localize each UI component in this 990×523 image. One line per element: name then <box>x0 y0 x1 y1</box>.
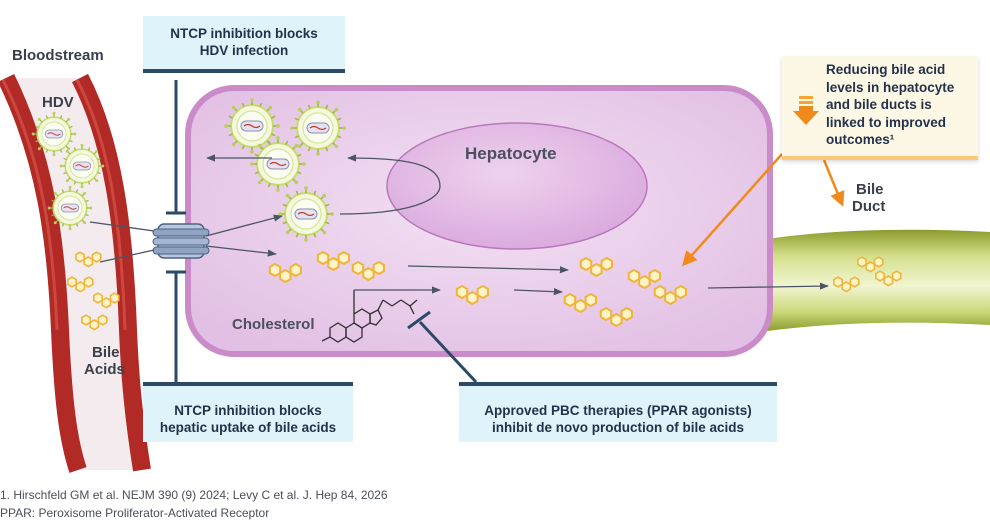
hdv-virus-icon <box>46 184 94 232</box>
bile-acids-label-line1: Bile <box>92 344 120 361</box>
bile-duct-label-line2: Duct <box>852 198 886 215</box>
ntcp-bile-callout: NTCP inhibition blocks hepatic uptake of… <box>143 382 353 442</box>
footnote-abbreviation: PPAR: Peroxisome Proliferator-Activated … <box>0 506 270 520</box>
ntcp-hdv-callout: NTCP inhibition blocks HDV infection <box>143 16 345 73</box>
outcome-note-box: Reducing bile acid levels in hepatocyte … <box>782 56 978 160</box>
note-line5: outcomes¹ <box>826 132 895 147</box>
hdv-virus-icon <box>289 99 347 157</box>
note-arrows <box>682 153 845 267</box>
flow-arrows <box>89 154 829 296</box>
ppar-blocker-line <box>407 310 478 384</box>
hdv-virus-icon <box>58 142 106 190</box>
ntcp-blocker-lines <box>166 80 186 382</box>
ntcp-bile-line1: NTCP inhibition blocks <box>174 403 322 418</box>
hepatocyte-nucleus <box>386 122 648 250</box>
bloodstream-label: Bloodstream <box>12 47 104 64</box>
note-line2: levels in hepatocyte <box>826 79 955 95</box>
hdv-virus-icon <box>30 110 78 158</box>
hepatocyte-label: Hepatocyte <box>465 144 557 163</box>
ppar-line2: inhibit de novo production of bile acids <box>492 420 744 435</box>
ntcp-hdv-line1: NTCP inhibition blocks <box>170 26 318 41</box>
down-arrow-icon <box>793 96 819 125</box>
bile-duct-label-line1: Bile <box>856 181 884 198</box>
cholesterol-structure-icon <box>321 290 418 343</box>
ntcp-hdv-line2: HDV infection <box>199 43 289 58</box>
ntcp-transporter-icon <box>152 223 210 259</box>
blood-vessel <box>0 73 151 473</box>
bile-acids-label-line2: Acids <box>84 361 125 378</box>
note-line1: Reducing bile acid <box>826 62 946 77</box>
bile-duct-tube <box>760 229 990 332</box>
note-line3: and bile ducts is <box>826 97 932 112</box>
ppar-line1: Approved PBC therapies (PPAR agonists) <box>484 403 752 418</box>
ntcp-bile-line2: hepatic uptake of bile acids <box>159 420 337 435</box>
ppar-callout: Approved PBC therapies (PPAR agonists) i… <box>459 382 777 442</box>
cholesterol-label: Cholesterol <box>232 316 315 333</box>
hdv-virus-icon <box>249 135 307 193</box>
note-line4: linked to improved <box>826 114 947 130</box>
footnote-reference: 1. Hirschfeld GM et al. NEJM 390 (9) 202… <box>0 488 388 502</box>
hdv-label: HDV <box>42 94 74 111</box>
hdv-virus-icon <box>277 185 335 243</box>
